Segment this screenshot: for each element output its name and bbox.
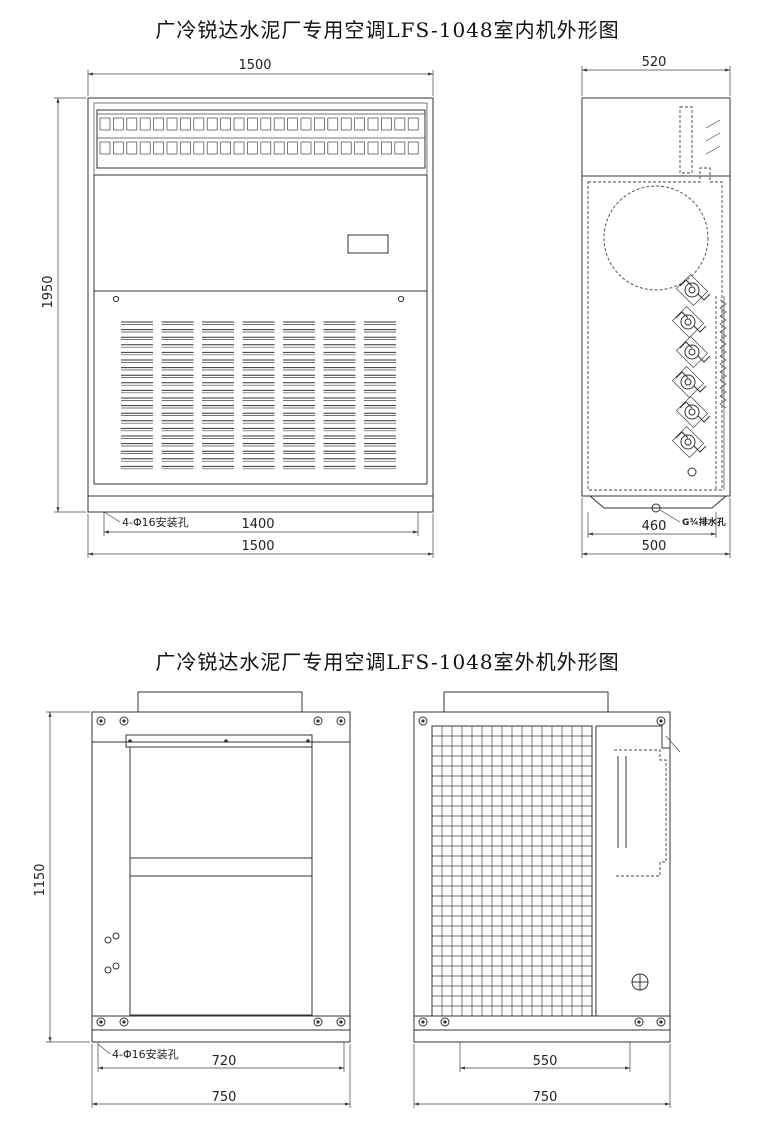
indoor-screw-left [112,295,120,303]
outdoor-front-bolts [96,716,346,1027]
indoor-return-grille [121,321,396,470]
outdoor-width-label: 750 [212,1090,237,1105]
outdoor-front-base [91,1029,351,1043]
outdoor-coil-grid-lines [432,726,592,1016]
indoor-side-fan [603,185,709,291]
indoor-side-evaporator-outline [587,167,723,491]
indoor-control-panel [347,234,389,254]
outdoor-height-label: 1150 [33,863,48,896]
indoor-front-body [87,97,434,497]
indoor-height-label: 1950 [41,275,56,308]
indoor-grille-louvers [97,113,425,155]
indoor-supply-grille [96,109,426,169]
indoor-side-drain-pan [589,495,727,509]
outdoor-front-panel [129,746,313,1016]
indoor-mount-label: 4-Φ16安装孔 [122,515,189,529]
indoor-title: 广冷锐达水泥厂专用空调LFS-1048室内机外形图 [155,18,620,42]
outdoor-back-bolts [418,716,666,1027]
indoor-screw-right [397,295,405,303]
outdoor-front-divider [129,857,313,877]
outdoor-back-view: 550 750 [413,691,681,1108]
indoor-side-base-label: 500 [642,539,667,554]
indoor-side-valves [671,273,711,477]
indoor-width-label: 1500 [238,58,271,73]
indoor-base [87,495,434,513]
outdoor-mount-span-label: 720 [212,1054,237,1069]
outdoor-front-view: 1150 4-Φ16安装孔 720 750 [33,691,351,1108]
indoor-inner-label: 460 [642,519,667,534]
outdoor-top-fan-cap [137,691,303,713]
indoor-side-body [581,97,731,497]
indoor-base-width-label: 1500 [241,539,274,554]
outdoor-title: 广冷锐达水泥厂专用空调LFS-1048室外机外形图 [155,650,620,674]
indoor-drain-label: G¾排水孔 [682,516,726,528]
outdoor-front-body [91,711,351,1031]
outdoor-back-base [413,1029,671,1043]
outdoor-electric-box [614,749,667,877]
outdoor-back-width-label: 750 [533,1090,558,1105]
outdoor-back-mount-span-label: 550 [533,1054,558,1069]
outdoor-pipe-connectors [104,932,120,974]
indoor-side-view: 520 460 G¾排水孔 500 [581,55,731,558]
indoor-front-view: 1500 1950 4-Φ16安装孔 1400 1500 [41,58,434,558]
indoor-depth-label: 520 [642,55,667,70]
indoor-side-vent [679,106,693,174]
outdoor-back-fan-cap [443,691,609,713]
indoor-mount-span-label: 1400 [241,517,274,532]
indoor-side-coil-marks [705,119,721,155]
outdoor-mount-label: 4-Φ16安装孔 [112,1047,179,1061]
indoor-side-drain-hole [651,503,661,513]
